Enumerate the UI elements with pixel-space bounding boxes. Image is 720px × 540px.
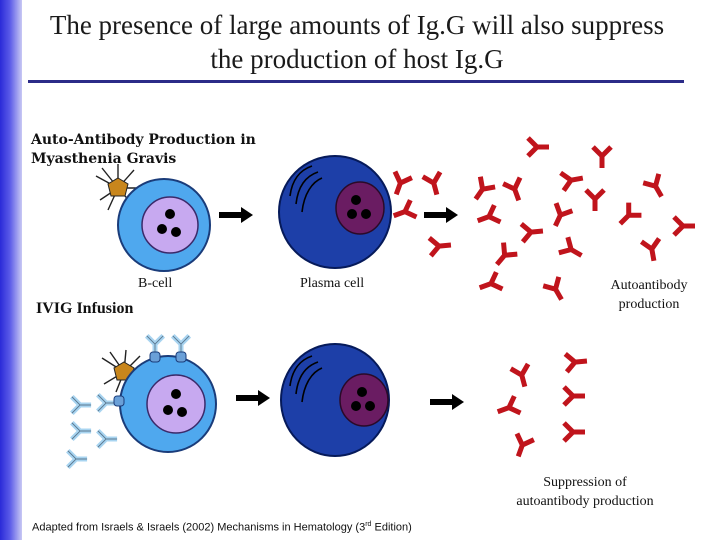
autoantibody-cluster-reduced — [495, 352, 588, 459]
top-panel-heading: Auto-Antibody Production in Myasthenia G… — [31, 131, 256, 169]
arrow-right-icon — [219, 207, 253, 223]
suppression-label: Suppression of autoantibody production — [500, 473, 670, 511]
plasma-cell-label: Plasma cell — [300, 276, 364, 292]
b-cell-label: B-cell — [138, 276, 172, 292]
autoantibody-label-line-2: production — [594, 295, 704, 314]
citation: Adapted from Israels & Israels (2002) Me… — [32, 521, 412, 534]
plasma-cell — [281, 344, 389, 456]
top-heading-line-1: Auto-Antibody Production in — [31, 131, 256, 150]
autoantibody-production-label: Autoantibody production — [594, 276, 704, 314]
autoantibody-label-line-1: Autoantibody — [594, 276, 704, 295]
arrow-right-icon — [430, 394, 464, 410]
citation-text: Adapted from Israels & Israels (2002) Me… — [32, 522, 365, 534]
plasma-cell — [279, 156, 391, 268]
ivig-heading: IVIG Infusion — [36, 300, 133, 318]
b-cell — [118, 179, 210, 271]
citation-suffix: Edition) — [371, 522, 411, 534]
top-heading-line-2: Myasthenia Gravis — [31, 150, 256, 169]
arrow-right-icon — [236, 390, 270, 406]
suppression-label-line-2: autoantibody production — [500, 492, 670, 511]
suppression-label-line-1: Suppression of — [500, 473, 670, 492]
arrow-right-icon — [424, 207, 458, 223]
